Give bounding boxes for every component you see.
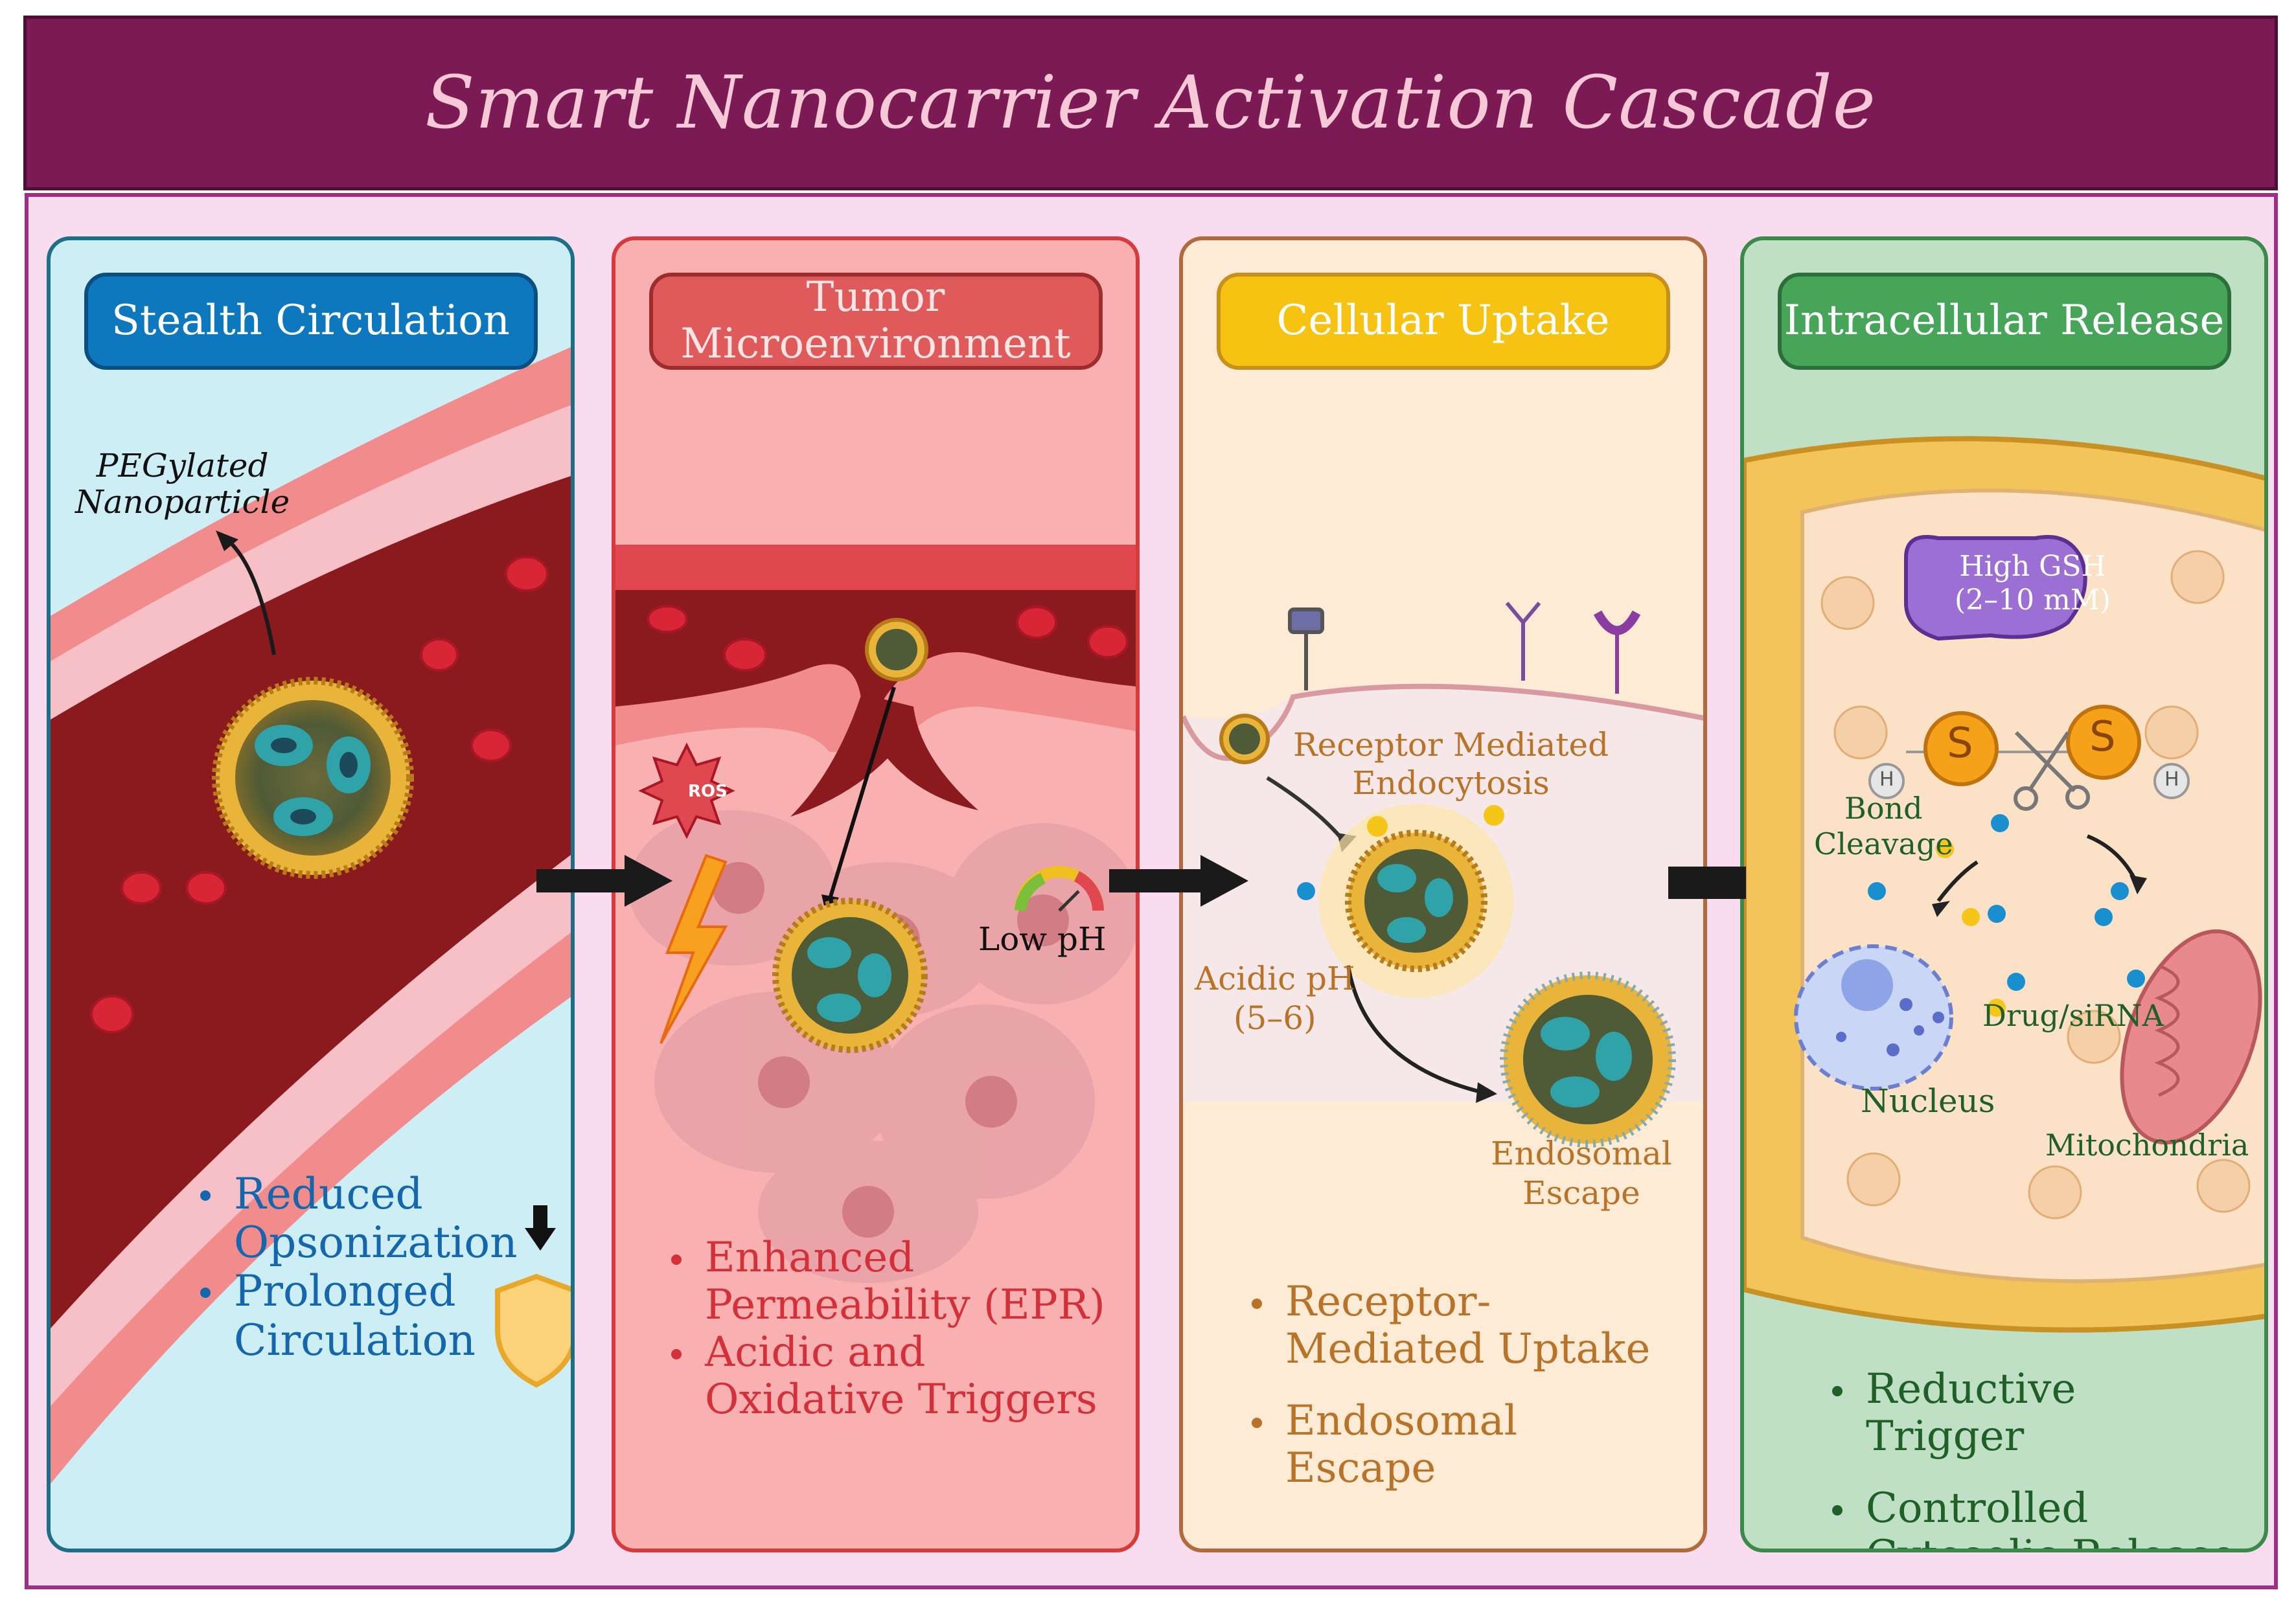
- nanoparticle-icon: [212, 677, 414, 879]
- sulfur-label: S: [2089, 713, 2116, 761]
- uptake-bullets: Receptor- Mediated Uptake Endosomal Esca…: [1248, 1254, 1688, 1517]
- lightning-icon: [660, 854, 728, 1044]
- down-arrow-icon: [525, 1205, 556, 1251]
- blood-vessel-illustration: [51, 347, 571, 1484]
- header-label: Intracellular Release: [1784, 297, 2225, 345]
- release-bullets: Reductive Trigger Controlled Cytosolic R…: [1828, 1341, 2256, 1549]
- drug-sirna-label: Drug/siRNA: [1982, 998, 2164, 1033]
- panel-cellular-uptake: Cellular Uptake Receptor Mediated Endocy…: [1179, 236, 1707, 1552]
- hydrogen-label: H: [2164, 768, 2179, 791]
- bond-cleavage-label: Bond Cleavage: [1814, 791, 1953, 862]
- mitochondria-label: Mitochondria: [2045, 1128, 2249, 1163]
- bullet-item: Controlled Cytosolic Release: [1828, 1484, 2256, 1549]
- header-label: Tumor Microenvironment: [680, 273, 1071, 368]
- panel-header-uptake: Cellular Uptake: [1216, 273, 1670, 370]
- sulfur-label: S: [1947, 720, 1973, 767]
- acidic-ph-label: Acidic pH (5–6): [1195, 960, 1355, 1037]
- cell-interior-illustration: [1744, 436, 2264, 1333]
- flow-arrow-icon: [536, 855, 672, 907]
- shield-icon: [495, 1273, 571, 1388]
- bullet-item: Enhanced Permeability (EPR): [667, 1234, 1121, 1329]
- nanoparticle-icon: [1500, 971, 1676, 1148]
- tumor-illustration: [615, 545, 1136, 1283]
- flow-arrow-icon: [1109, 855, 1248, 907]
- panel-intracellular-release: Intracellular Release High GSH (2–10 mM)…: [1740, 236, 2268, 1552]
- pegylated-nanoparticle-label: PEGylated Nanoparticle: [75, 447, 290, 521]
- ph-gauge-icon: [1015, 866, 1104, 912]
- ros-label: ROS: [688, 782, 728, 801]
- endosomal-escape-label: Endosomal Escape: [1491, 1135, 1672, 1212]
- panel-header-stealth: Stealth Circulation: [84, 273, 538, 370]
- bullet-item: Endosomal Escape: [1248, 1397, 1688, 1492]
- panel-header-tumor: Tumor Microenvironment: [649, 273, 1103, 370]
- low-ph-label: Low pH: [978, 920, 1107, 958]
- title-bar: Smart Nanocarrier Activation Cascade: [23, 16, 2278, 190]
- receptor-icon: [1288, 602, 1641, 694]
- arrow-up-icon: [224, 536, 276, 655]
- header-label: Cellular Uptake: [1276, 297, 1610, 345]
- panel-tumor-microenvironment: Tumor Microenvironment ROS Low pH Enhanc…: [612, 236, 1140, 1552]
- hydrogen-label: H: [1879, 768, 1894, 791]
- stealth-bullets: Reduced Opsonization Prolonged Circulati…: [196, 1170, 533, 1365]
- bullet-item: Reductive Trigger: [1828, 1366, 2256, 1460]
- cell-uptake-illustration: [1183, 602, 1703, 1148]
- flow-arrow-icon: [1668, 867, 1746, 899]
- page-title: Smart Nanocarrier Activation Cascade: [425, 61, 1876, 145]
- ros-burst-icon: [638, 742, 735, 839]
- bullet-item: Reduced Opsonization: [196, 1170, 533, 1267]
- bullet-item: Acidic and Oxidative Triggers: [667, 1328, 1121, 1424]
- panel-header-release: Intracellular Release: [1777, 273, 2231, 370]
- tumor-bullets: Enhanced Permeability (EPR) Acidic and O…: [667, 1234, 1121, 1424]
- scissors-icon: [2014, 731, 2090, 811]
- bullet-item: Prolonged Circulation: [196, 1267, 533, 1365]
- receptor-endocytosis-label: Receptor Mediated Endocytosis: [1293, 726, 1609, 802]
- bullet-item: Receptor- Mediated Uptake: [1248, 1278, 1688, 1373]
- high-gsh-label: High GSH (2–10 mM): [1955, 550, 2111, 617]
- nucleus-label: Nucleus: [1861, 1082, 1995, 1120]
- nanoparticle-icon: [772, 898, 928, 1053]
- panel-stealth-circulation: Stealth Circulation PEGylated Nanopartic…: [47, 236, 575, 1552]
- header-label: Stealth Circulation: [111, 297, 510, 345]
- nanoparticle-icon: [1345, 830, 1487, 972]
